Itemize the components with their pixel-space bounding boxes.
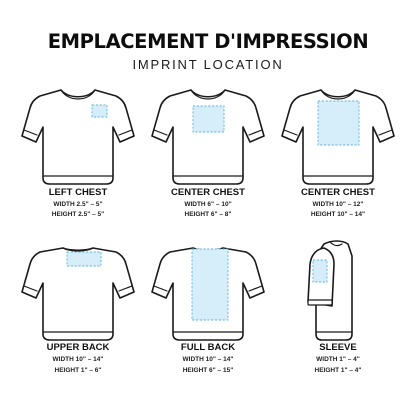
print-area-full-back (191, 248, 229, 321)
tshirt-front-icon (151, 89, 265, 185)
width-range: WIDTH 10" – 14" (182, 356, 234, 363)
tshirt-back-icon (151, 247, 265, 341)
location-label: LEFT CHEST (48, 187, 108, 198)
location-label: UPPER BACK (46, 342, 110, 353)
width-range: WIDTH 10" – 12" (312, 201, 364, 208)
print-area-upper-back (66, 251, 102, 267)
width-range: WIDTH 6" – 10" (184, 201, 232, 208)
location-center-chest-large: CENTER CHEST WIDTH 10" – 12" HEIGHT 10" … (272, 78, 404, 228)
width-range: WIDTH 10" – 14" (52, 356, 104, 363)
height-range: HEIGHT 10" – 14" (310, 211, 366, 218)
location-upper-back: UPPER BACK WIDTH 10" – 14" HEIGHT 1" – 6… (12, 234, 144, 384)
location-label: SLEEVE (319, 342, 357, 353)
height-range: HEIGHT 2.5" – 5" (51, 211, 105, 218)
tshirt-back-icon (21, 247, 135, 341)
height-range: HEIGHT 1" – 6" (54, 367, 102, 374)
location-label: FULL BACK (180, 342, 236, 353)
tshirt-front-icon (281, 89, 395, 185)
width-range: WIDTH 1" – 4" (316, 356, 360, 363)
location-full-back: FULL BACK WIDTH 10" – 14" HEIGHT 6" – 15… (142, 234, 274, 384)
height-range: HEIGHT 1" – 4" (314, 367, 362, 374)
tshirt-front-icon (21, 89, 135, 185)
location-left-chest: LEFT CHEST WIDTH 2.5" – 5" HEIGHT 2.5" –… (12, 78, 144, 228)
print-area-center-chest (192, 105, 225, 133)
page-subtitle: IMPRINT LOCATION (132, 57, 284, 72)
location-label: CENTER CHEST (301, 187, 375, 198)
location-sleeve: SLEEVE WIDTH 1" – 4" HEIGHT 1" – 4" (272, 234, 404, 384)
location-center-chest-small: CENTER CHEST WIDTH 6" – 10" HEIGHT 6" – … (142, 78, 274, 228)
print-area-center-chest-large (317, 100, 360, 146)
print-area-sleeve (312, 259, 328, 283)
height-range: HEIGHT 6" – 8" (184, 211, 232, 218)
page-title: EMPLACEMENT D'IMPRESSION (47, 30, 369, 53)
height-range: HEIGHT 6" – 15" (182, 367, 234, 374)
location-label: CENTER CHEST (171, 187, 245, 198)
print-area-left-chest (91, 104, 108, 118)
tshirt-side-icon (307, 240, 353, 341)
width-range: WIDTH 2.5" – 5" (53, 201, 103, 208)
